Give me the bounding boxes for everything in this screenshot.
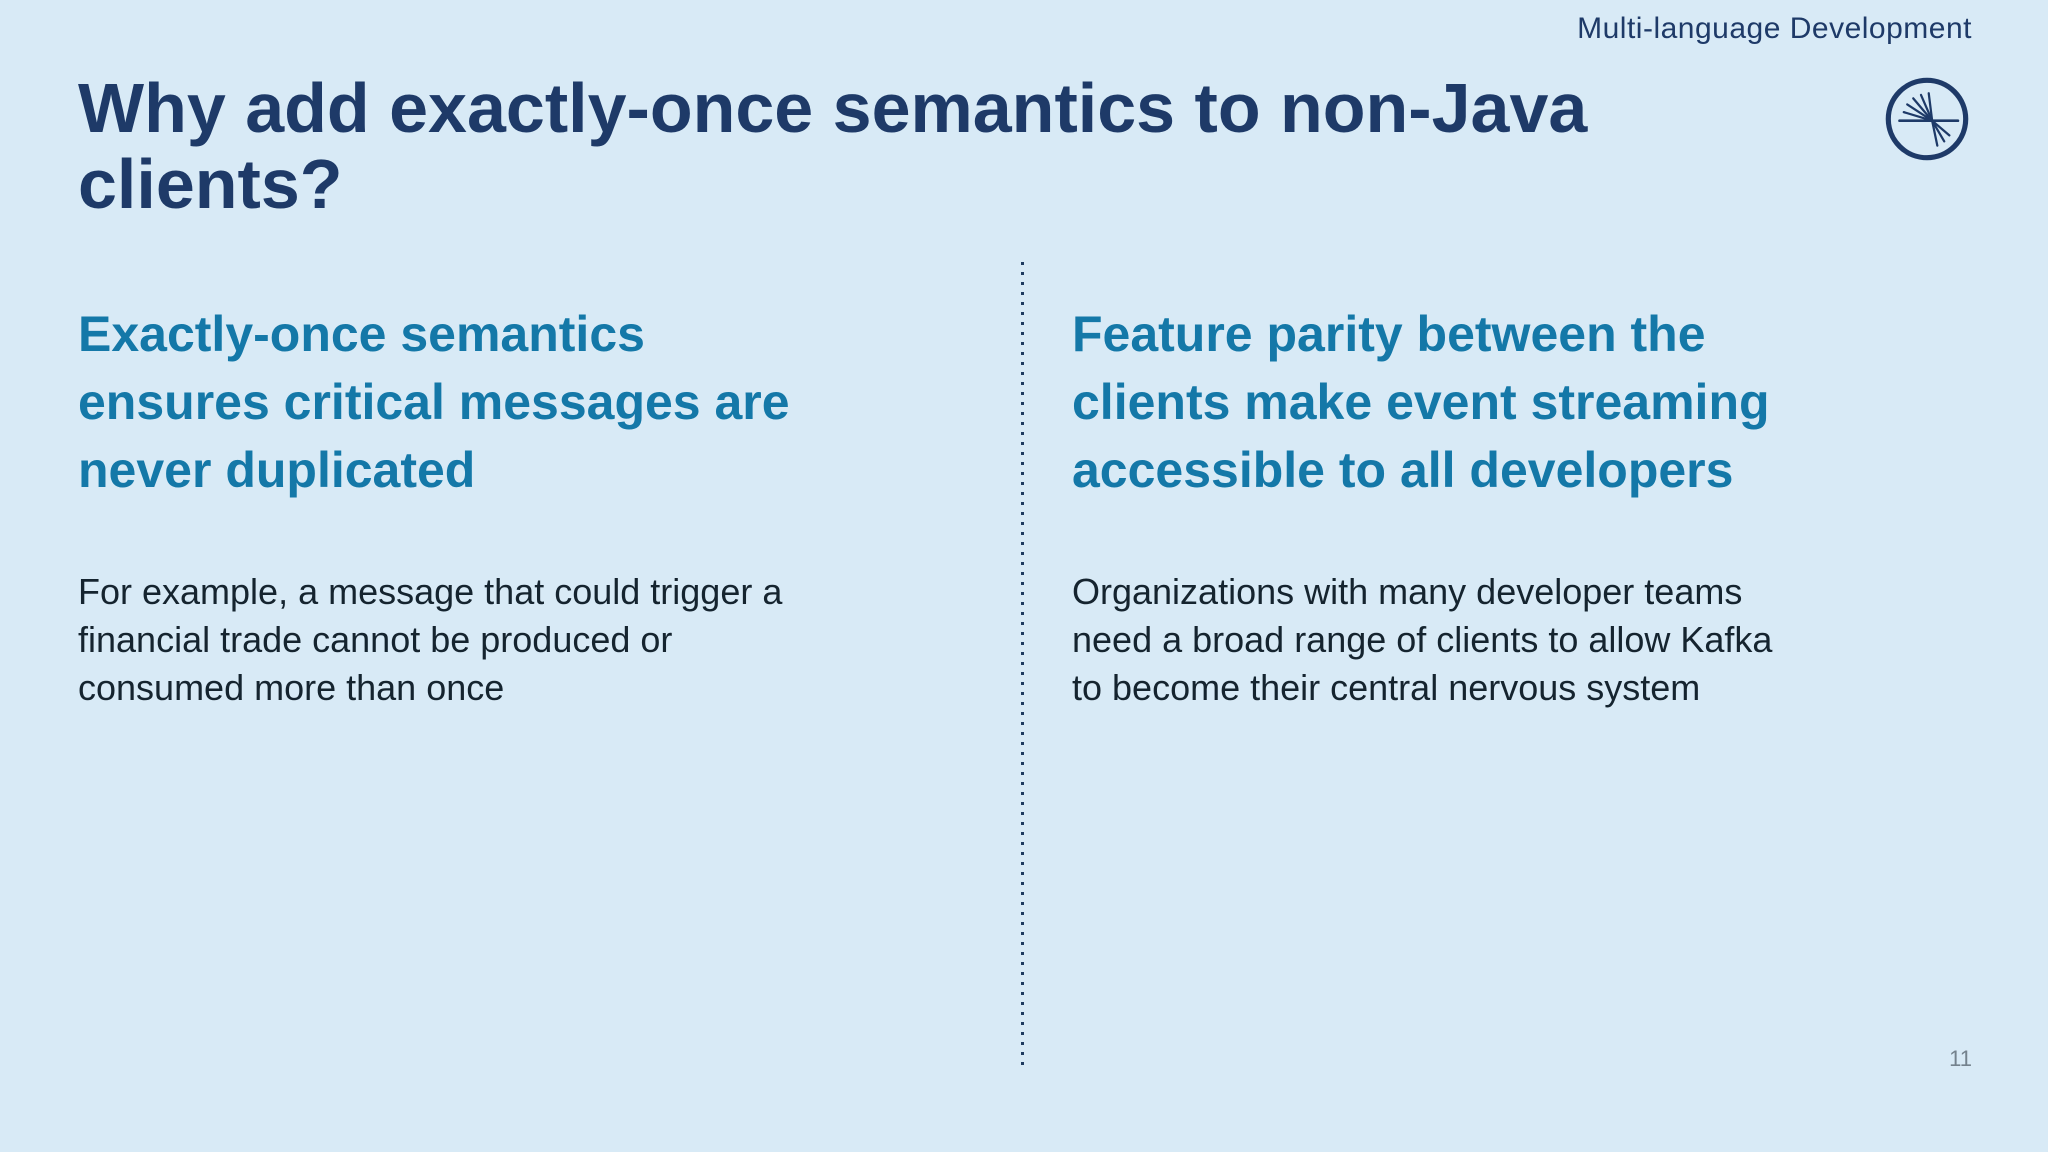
right-column-body: Organizations with many developer teams … xyxy=(1072,571,1773,708)
right-column: Feature parity between the clients make … xyxy=(1072,300,1972,712)
right-column-heading: Feature parity between the clients make … xyxy=(1072,306,1770,498)
slide-title: Why add exactly-once semantics to non-Ja… xyxy=(78,69,1588,223)
left-column-heading: Exactly-once semantics ensures critical … xyxy=(78,306,790,498)
confluent-spark-logo-icon xyxy=(1884,76,1970,162)
eyebrow-label: Multi-language Development xyxy=(1577,12,1972,45)
left-column: Exactly-once semantics ensures critical … xyxy=(78,300,958,712)
column-divider xyxy=(1021,262,1024,1072)
page-number: 11 xyxy=(1949,1046,1972,1071)
left-column-body: For example, a message that could trigge… xyxy=(78,571,783,708)
